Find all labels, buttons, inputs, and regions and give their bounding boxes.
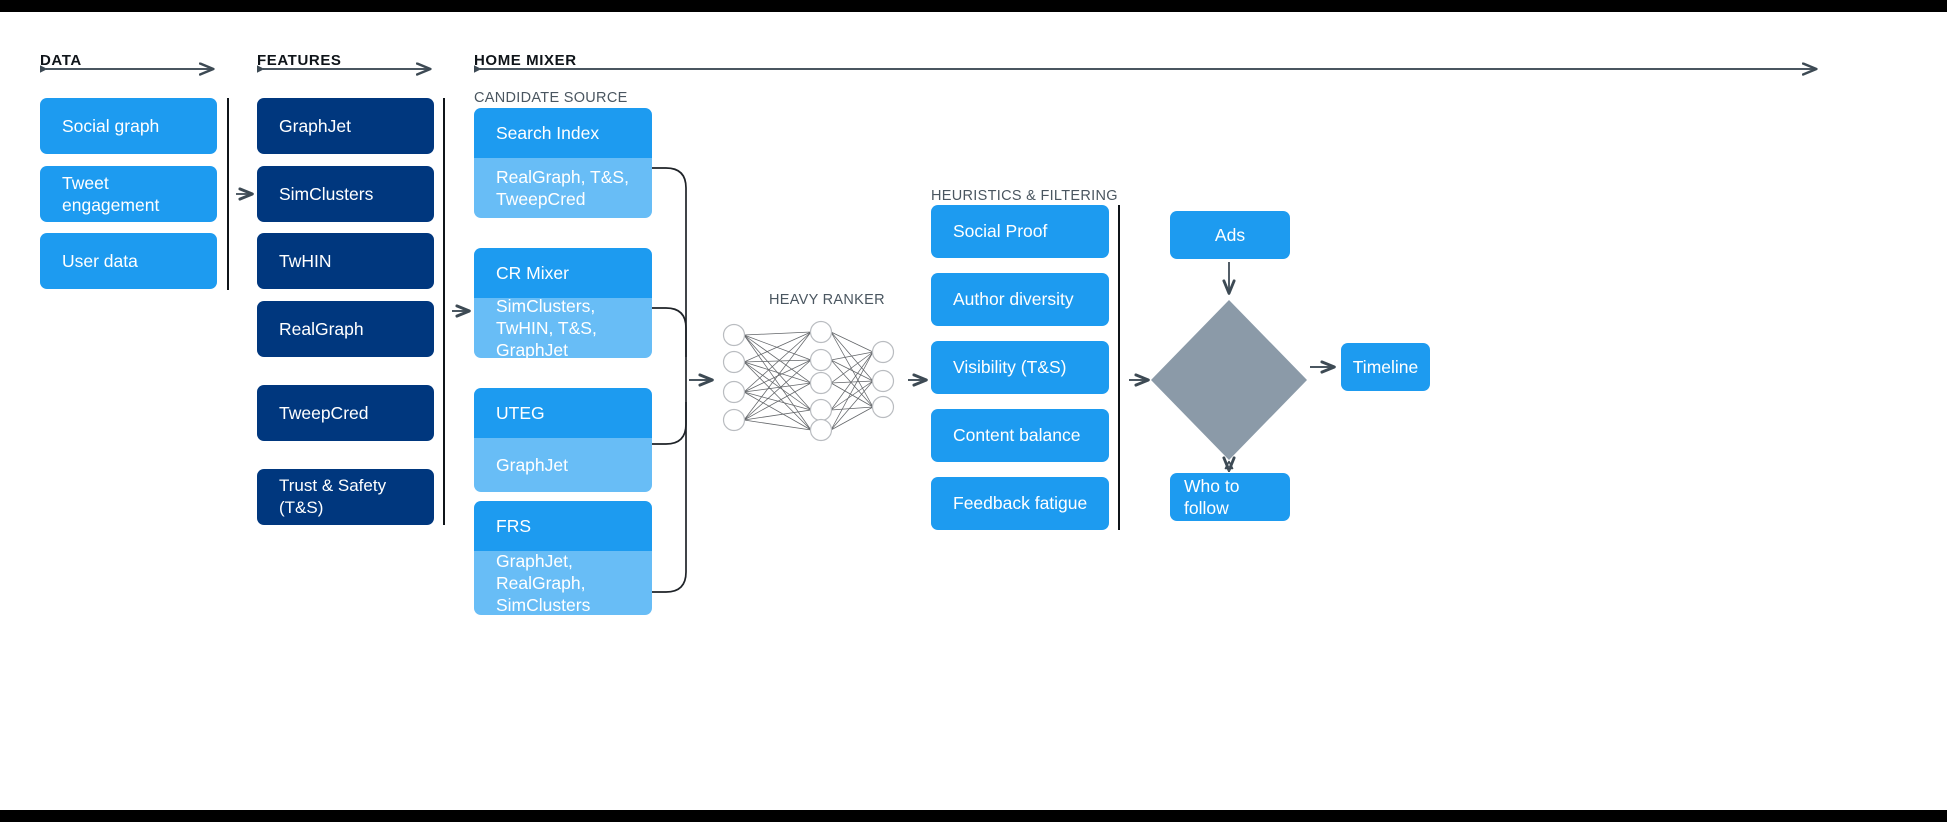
candidate-source-features: SimClusters, TwHIN, T&S, GraphJet bbox=[474, 296, 652, 358]
heavy-ranker-network bbox=[722, 320, 895, 442]
feature-box-graphjet[interactable]: GraphJet bbox=[257, 98, 434, 154]
divider-after-features bbox=[443, 98, 445, 525]
section-label-heavy-ranker: HEAVY RANKER bbox=[769, 292, 885, 308]
candidate-source-card-uteg[interactable]: UTEG GraphJet bbox=[474, 388, 652, 492]
section-label-heuristics: HEURISTICS & FILTERING bbox=[931, 188, 1118, 204]
output-box-label: Timeline bbox=[1352, 356, 1419, 377]
heuristic-box-visibility[interactable]: Visibility (T&S) bbox=[931, 341, 1109, 394]
heuristic-box-author-diversity[interactable]: Author diversity bbox=[931, 273, 1109, 326]
data-box-label: Social graph bbox=[62, 115, 160, 136]
mixing-input-label: Ads bbox=[1214, 224, 1246, 245]
candidate-source-features: GraphJet, RealGraph, SimClusters bbox=[474, 551, 652, 615]
candidate-source-features: GraphJet bbox=[474, 438, 652, 492]
divider-after-data bbox=[227, 98, 229, 290]
mixing-input-label: Who to follow bbox=[1184, 475, 1240, 518]
divider-after-heuristics bbox=[1118, 205, 1120, 530]
feature-box-simclusters[interactable]: SimClusters bbox=[257, 166, 434, 222]
candidate-source-name: UTEG bbox=[474, 388, 652, 438]
network-hidden-layer bbox=[809, 320, 833, 442]
feature-box-twhin[interactable]: TwHIN bbox=[257, 233, 434, 289]
data-box-label: Tweet engagement bbox=[62, 172, 160, 215]
feature-box-label: TweepCred bbox=[279, 402, 369, 423]
mixing-diamond-label: Mixing bbox=[1204, 358, 1255, 378]
data-box-label: User data bbox=[62, 250, 138, 271]
heuristic-box-feedback-fatigue[interactable]: Feedback fatigue bbox=[931, 477, 1109, 530]
network-input-layer bbox=[722, 323, 746, 432]
feature-box-label: SimClusters bbox=[279, 183, 374, 204]
candidate-source-card-frs[interactable]: FRS GraphJet, RealGraph, SimClusters bbox=[474, 501, 652, 615]
heuristic-box-label: Feedback fatigue bbox=[953, 493, 1088, 514]
stage-label-features: FEATURES bbox=[257, 52, 342, 69]
heuristic-box-label: Author diversity bbox=[953, 289, 1074, 310]
feature-box-label: Trust & Safety (T&S) bbox=[279, 476, 387, 517]
data-box-social-graph[interactable]: Social graph bbox=[40, 98, 217, 154]
candidate-source-card-cr-mixer[interactable]: CR Mixer SimClusters, TwHIN, T&S, GraphJ… bbox=[474, 248, 652, 358]
mixing-input-ads[interactable]: Ads bbox=[1170, 211, 1290, 259]
candidate-source-card-search-index[interactable]: Search Index RealGraph, T&S, TweepCred bbox=[474, 108, 652, 218]
mixing-input-who-to-follow[interactable]: Who to follow bbox=[1170, 473, 1290, 521]
candidate-merge-bracket bbox=[652, 167, 687, 593]
network-output-layer bbox=[871, 340, 895, 419]
heuristic-box-content-balance[interactable]: Content balance bbox=[931, 409, 1109, 462]
heuristic-box-label: Social Proof bbox=[953, 221, 1048, 242]
feature-box-realgraph[interactable]: RealGraph bbox=[257, 301, 434, 357]
candidate-source-features: RealGraph, T&S, TweepCred bbox=[474, 158, 652, 218]
mixing-diamond bbox=[1151, 300, 1307, 460]
stage-label-data: DATA bbox=[40, 52, 82, 69]
feature-box-label: TwHIN bbox=[279, 250, 332, 271]
wtf-arrowhead bbox=[1224, 460, 1234, 470]
heuristic-box-social-proof[interactable]: Social Proof bbox=[931, 205, 1109, 258]
heuristic-box-label: Content balance bbox=[953, 425, 1081, 446]
feature-box-trust-and-safety[interactable]: Trust & Safety (T&S) bbox=[257, 469, 434, 525]
candidate-source-name: FRS bbox=[474, 501, 652, 551]
candidate-source-name: Search Index bbox=[474, 108, 652, 158]
section-label-candidate-source: CANDIDATE SOURCE bbox=[474, 90, 628, 106]
candidate-source-name: CR Mixer bbox=[474, 248, 652, 298]
feature-box-label: GraphJet bbox=[279, 115, 351, 136]
feature-box-label: RealGraph bbox=[279, 318, 364, 339]
feature-box-tweepcred[interactable]: TweepCred bbox=[257, 385, 434, 441]
data-box-tweet-engagement[interactable]: Tweet engagement bbox=[40, 166, 217, 222]
output-box-timeline[interactable]: Timeline bbox=[1341, 343, 1430, 391]
heuristic-box-label: Visibility (T&S) bbox=[953, 357, 1067, 378]
diagram-canvas: DATA FEATURES HOME MIXER CANDIDATE SOURC… bbox=[0, 12, 1947, 810]
data-box-user-data[interactable]: User data bbox=[40, 233, 217, 289]
stage-label-home-mixer: HOME MIXER bbox=[474, 52, 577, 69]
